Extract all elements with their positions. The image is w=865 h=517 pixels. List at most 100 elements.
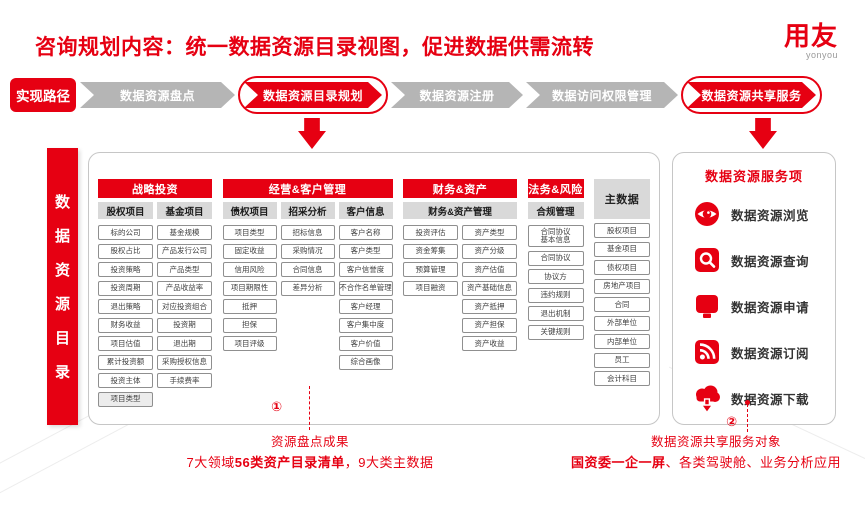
service-item-label: 数据资源订阅 bbox=[731, 346, 810, 361]
service-panel: 数据资源服务项 数据资源浏览数据资源查询数据资源申请数据资源订阅数据资源下载 bbox=[672, 152, 836, 425]
service-panel-title: 数据资源服务项 bbox=[704, 169, 803, 184]
service-item: 数据资源浏览 bbox=[673, 191, 835, 237]
catalog-item: 合同协议 bbox=[527, 250, 584, 266]
annotation-2-text: 国资委一企一屏、各类驾驶舱、业务分析应用 bbox=[546, 452, 865, 471]
service-item-label: 数据资源下载 bbox=[731, 392, 810, 407]
catalog-group-4: 法务&风险合规管理合同协议基本信息合同协议协议方违约规则退出机制关键规则 bbox=[527, 179, 584, 410]
catalog-item: 差异分析 bbox=[280, 280, 335, 296]
search-icon bbox=[693, 245, 721, 275]
catalog-column: 债权项目项目类型固定收益信用风险项目期限性抵押担保项目评级 bbox=[222, 202, 277, 373]
service-item: 数据资源查询 bbox=[673, 237, 835, 283]
catalog-columns: 股权项目标的公司股权占比投资策略投资周期退出策略财务收益项目估值累计投资额投资主… bbox=[98, 202, 212, 410]
catalog-item: 基金项目 bbox=[594, 241, 650, 257]
annotation-1-title: 资源盘点成果 bbox=[270, 435, 349, 449]
catalog-item: 项目评级 bbox=[222, 336, 277, 351]
down-arrow-icon bbox=[298, 118, 326, 149]
catalog-item: 客户名称 bbox=[338, 225, 393, 240]
catalog-item: 员工 bbox=[594, 352, 650, 368]
catalog-column-header: 基金项目 bbox=[157, 202, 212, 219]
catalog-groups: 战略投资股权项目标的公司股权占比投资策略投资周期退出策略财务收益项目估值累计投资… bbox=[98, 179, 650, 410]
catalog-item: 退出策略 bbox=[98, 299, 153, 314]
catalog-group-2: 经营&客户管理债权项目项目类型固定收益信用风险项目期限性抵押担保项目评级招采分析… bbox=[222, 179, 393, 410]
catalog-item: 关键规则 bbox=[527, 324, 584, 340]
annotation-1-post: ，9大类主数据 bbox=[344, 455, 434, 470]
annotation-1-text: 7大领域56类资产目录清单，9大类主数据 bbox=[110, 452, 510, 471]
side-banner-char: 源 bbox=[54, 296, 70, 313]
catalog-group-3: 财务&资产财务&资产管理投资评估资金筹集预算管理项目融资资产类型资产分级资产估值… bbox=[403, 179, 517, 410]
yonyou-logo-mark: 用友 bbox=[783, 21, 838, 51]
catalog-group-header: 经营&客户管理 bbox=[222, 179, 393, 198]
catalog-panel: 战略投资股权项目标的公司股权占比投资策略投资周期退出策略财务收益项目估值累计投资… bbox=[88, 152, 660, 425]
catalog-item: 资产估值 bbox=[462, 262, 517, 277]
catalog-column: 基金项目基金规模产品发行公司产品类型产品收益率对应投资组合投资期退出期采购授权信… bbox=[157, 202, 212, 410]
catalog-item: 项目期限性 bbox=[222, 280, 277, 296]
catalog-item: 基金规模 bbox=[157, 225, 212, 240]
catalog-column: 合规管理合同协议基本信息合同协议协议方违约规则退出机制关键规则 bbox=[527, 202, 584, 343]
service-item-label: 数据资源浏览 bbox=[731, 208, 810, 223]
catalog-item: 财务收益 bbox=[98, 317, 153, 333]
side-banner-char: 录 bbox=[54, 364, 70, 381]
annotation-2-bold: 国资委一企一屏 bbox=[570, 455, 666, 470]
catalog-item: 投资周期 bbox=[98, 280, 153, 296]
annotation-1-pre: 7大领域 bbox=[186, 455, 235, 470]
catalog-item: 股权占比 bbox=[98, 243, 153, 259]
catalog-column: 资产类型资产分级资产估值资产基础信息资产抵押资产担保资产收益 bbox=[462, 225, 517, 355]
yonyou-logo-subtext: yonyou bbox=[805, 50, 838, 60]
catalog-item: 客户经理 bbox=[338, 299, 393, 314]
catalog-column-header: 股权项目 bbox=[98, 202, 153, 219]
side-banner-data-resource-catalog: 数据资源目录 bbox=[47, 148, 78, 425]
side-banner-char: 数 bbox=[54, 194, 70, 211]
catalog-column: 股权项目基金项目债权项目房地产项目合同外部单位内部单位员工会计科目 bbox=[594, 223, 650, 390]
catalog-item: 累计投资额 bbox=[98, 354, 153, 370]
catalog-item: 退出期 bbox=[157, 336, 212, 351]
catalog-item: 投资主体 bbox=[98, 373, 153, 388]
flow-step-5: 数据资源共享服务 bbox=[687, 82, 816, 108]
flow-step-highlight-outline: 数据资源共享服务 bbox=[681, 76, 822, 114]
flow-step-4: 数据访问权限管理 bbox=[526, 82, 678, 108]
annotation-marker-2: ② bbox=[726, 414, 738, 429]
service-item-label: 数据资源查询 bbox=[731, 254, 810, 269]
flow-step-3: 数据资源注册 bbox=[391, 82, 523, 108]
service-list: 数据资源浏览数据资源查询数据资源申请数据资源订阅数据资源下载 bbox=[673, 191, 835, 421]
service-item: 数据资源订阅 bbox=[673, 329, 835, 375]
catalog-group-header: 主数据 bbox=[594, 179, 650, 219]
catalog-item: 合同 bbox=[594, 297, 650, 312]
catalog-item: 资产担保 bbox=[462, 317, 517, 333]
catalog-column-header: 招采分析 bbox=[280, 202, 335, 219]
down-arrow-icon bbox=[749, 118, 777, 149]
catalog-item: 违约规则 bbox=[527, 287, 584, 303]
catalog-item: 房地产项目 bbox=[594, 278, 650, 294]
catalog-group-header: 法务&风险 bbox=[527, 179, 584, 198]
catalog-columns: 合规管理合同协议基本信息合同协议协议方违约规则退出机制关键规则 bbox=[527, 202, 584, 343]
catalog-item: 投资评估 bbox=[403, 225, 458, 240]
catalog-item: 项目融资 bbox=[403, 280, 458, 296]
catalog-column: 招采分析招标信息采购情况合同信息差异分析 bbox=[280, 202, 335, 373]
catalog-item: 合同信息 bbox=[280, 262, 335, 277]
annotation-dotted-line bbox=[309, 386, 310, 430]
catalog-column-header: 客户信息 bbox=[338, 202, 393, 219]
catalog-item: 资产类型 bbox=[462, 225, 517, 240]
catalog-item: 招标信息 bbox=[280, 225, 335, 240]
catalog-item: 客户价值 bbox=[338, 336, 393, 351]
catalog-column: 客户信息客户名称客户类型客户信誉度不合作名单管理客户经理客户集中度客户价值综合画… bbox=[338, 202, 393, 373]
catalog-item: 会计科目 bbox=[594, 371, 650, 386]
catalog-item: 担保 bbox=[222, 317, 277, 333]
catalog-item: 手续费率 bbox=[157, 373, 212, 388]
catalog-item: 内部单位 bbox=[594, 334, 650, 349]
catalog-item: 股权项目 bbox=[594, 223, 650, 238]
catalog-item: 资金筹集 bbox=[403, 243, 458, 259]
catalog-column-header: 合规管理 bbox=[527, 202, 584, 219]
catalog-item: 客户类型 bbox=[338, 243, 393, 259]
catalog-column: 投资评估资金筹集预算管理项目融资 bbox=[403, 225, 458, 355]
catalog-columns: 股权项目基金项目债权项目房地产项目合同外部单位内部单位员工会计科目 bbox=[594, 223, 650, 390]
catalog-column-header: 债权项目 bbox=[222, 202, 277, 219]
catalog-item: 综合画像 bbox=[338, 354, 393, 370]
catalog-item: 产品收益率 bbox=[157, 280, 212, 296]
annotation-dotted-line bbox=[747, 404, 748, 432]
annotation-2-post: 、各类驾驶舱、业务分析应用 bbox=[665, 455, 842, 470]
flow-step-1: 数据资源盘点 bbox=[80, 82, 235, 108]
catalog-item: 协议方 bbox=[527, 269, 584, 284]
annotation-marker-1: ① bbox=[271, 399, 283, 414]
page-title: 咨询规划内容：统一数据资源目录视图，促进数据供需流转 bbox=[35, 36, 594, 59]
catalog-columns: 债权项目项目类型固定收益信用风险项目期限性抵押担保项目评级招采分析招标信息采购情… bbox=[222, 202, 393, 373]
